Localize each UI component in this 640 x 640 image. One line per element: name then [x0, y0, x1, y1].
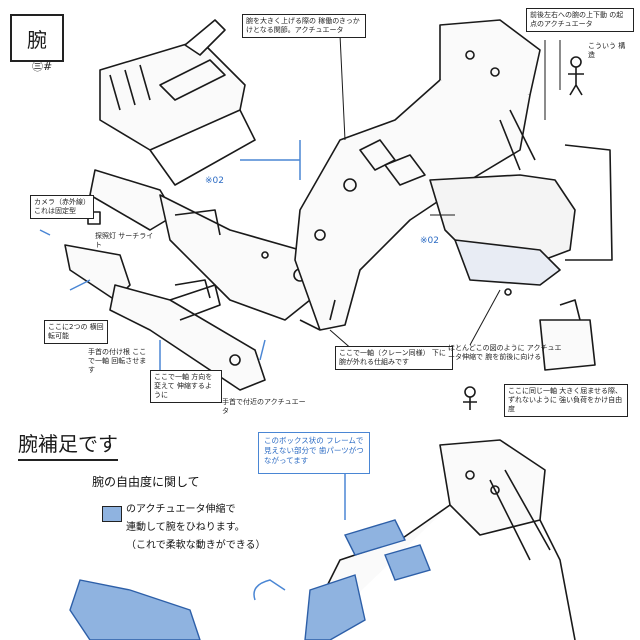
note-mid-right: ここで一軸（クレーン同様） 下に腕が外れる仕組みです [335, 346, 453, 370]
body-line3: （これで柔軟な動きができる） [126, 540, 266, 551]
marker-02-left: ※02 [205, 176, 224, 186]
signature-mark: ㊂# [32, 60, 53, 73]
note-lower-mid: ここで一軸 方向を変えて 伸縮するように [150, 370, 222, 403]
note-top-center: 腕を大きく上げる際の 稼働のきっかけとなる関節。アクチュエータ [242, 14, 366, 38]
stick-figure [568, 56, 584, 96]
note-kozou: こういう 構造 [588, 42, 626, 59]
body-heading: 腕の自由度に関して [92, 475, 200, 489]
blue-claw [69, 579, 201, 640]
callout-box: このボックス状の フレームで見えない部分で 歯パーツがつながってます [258, 432, 370, 474]
note-shoulder: 手首の付け根 ここで一軸 回転させます [88, 348, 147, 374]
note-search-light: 探照灯 サーチライト [95, 232, 154, 249]
page-title: 腕 [27, 27, 47, 52]
blue-actuator-1 [344, 519, 406, 556]
note-top-right: 前後左右への腕の上下動 の起点のアクチュエータ [526, 8, 634, 32]
blue-wrist [304, 574, 366, 640]
note-actuator-bottom: 手首で付近のアクチュエータ [222, 398, 306, 415]
note-bottom-right: ここに同じ一軸 大きく屈ませる際、ずれないように 強い負荷をかけ自由度 [504, 384, 628, 417]
main-arm-top [294, 19, 613, 331]
blue-actuator-2 [384, 544, 431, 581]
note-rotation-left: ここに2つの 横回転可能 [44, 320, 108, 344]
note-camera: カメラ（赤外線） これは固定型 [30, 195, 94, 219]
mini-diagram [504, 288, 596, 371]
marker-02-right: ※02 [420, 236, 439, 246]
body-line2: 連動して腕をひねります。 [126, 522, 245, 533]
body-legend-text: のアクチュエータ伸縮で [126, 504, 236, 515]
note-right-side: ほとんどこの図のように アクチュエータ伸縮で 腕を前後に向ける [448, 344, 562, 361]
camera-arm [87, 169, 311, 321]
lower-left-arm [64, 244, 266, 391]
title-box: 腕 [10, 14, 64, 62]
section-title: 腕補足です [18, 428, 118, 461]
upper-claw-arm [99, 19, 256, 186]
small-person [463, 386, 477, 410]
blue-legend-swatch [102, 506, 122, 522]
